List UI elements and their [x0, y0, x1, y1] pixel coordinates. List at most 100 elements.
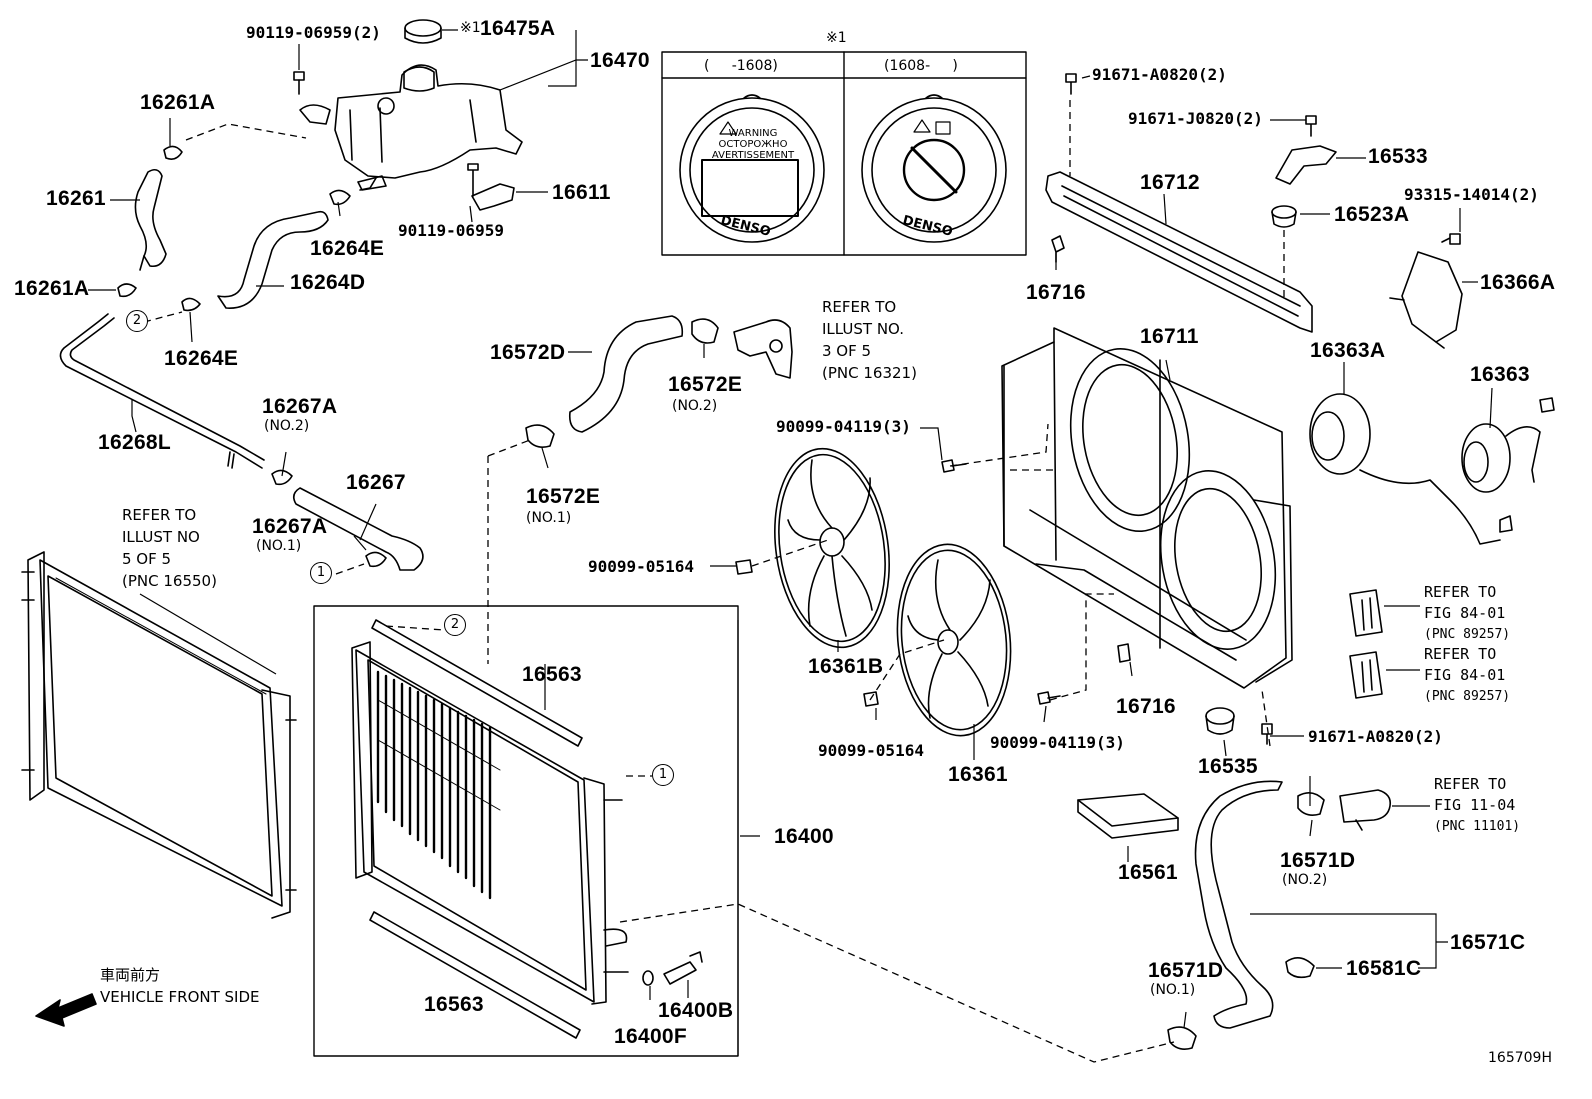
label-16267A-no1-sub: (NO.1)	[256, 538, 302, 554]
fan-shroud-icon	[1001, 327, 1293, 689]
hose-16571C-icon	[1194, 780, 1283, 1029]
label-91671-A0820-2-top: 91671-A0820(2)	[1092, 65, 1227, 84]
ref-89257-a-line-2: FIG 84-01	[1424, 604, 1506, 622]
label-16268L: 16268L	[98, 431, 172, 454]
ref-block-16550: REFER TO ILLUST NO 5 OF 5 (PNC 16550)	[122, 504, 217, 592]
label-16363A: 16363A	[1310, 339, 1386, 362]
label-16571D-bot-sub: (NO.1)	[1150, 982, 1196, 998]
grommet-16535-icon	[1205, 707, 1235, 735]
label-90099-04119-3-top: 90099-04119(3)	[776, 417, 911, 436]
label-16572E-bot-sub: (NO.1)	[526, 510, 572, 526]
label-16716-top: 16716	[1026, 281, 1086, 304]
cap-inset-box	[661, 51, 1027, 256]
label-16264D: 16264D	[290, 271, 366, 294]
clamp-16264E-top-icon	[329, 189, 351, 206]
front-arrow-icon	[35, 993, 97, 1027]
label-16561: 16561	[1118, 861, 1178, 884]
cap-warning-line-3: AVERTISSEMENT	[711, 150, 795, 161]
callout-1-radiator: 1	[652, 764, 674, 786]
label-16611: 16611	[552, 181, 611, 204]
label-16711: 16711	[1140, 325, 1199, 348]
hose-16267-icon	[292, 487, 424, 571]
cap-inset-col-right: (1608- )	[884, 58, 958, 74]
bolt-91671-A0820-bot-icon	[1261, 723, 1273, 745]
clamp-16571D-no2-icon	[1297, 792, 1325, 816]
ref-11101-line-3: (PNC 11101)	[1434, 819, 1521, 834]
fan-16361B-icon	[774, 447, 890, 649]
clamp-16261A-left-icon	[117, 283, 137, 298]
bracket-16533-icon	[1275, 145, 1337, 185]
water-inlet-icon	[733, 319, 793, 379]
label-16400F: 16400F	[614, 1025, 688, 1048]
label-16400B: 16400B	[658, 999, 734, 1022]
clamp-16264E-bot-icon	[181, 297, 201, 312]
screw-93315-14014-icon	[1441, 233, 1461, 245]
pipe-16268L-icon	[59, 313, 265, 469]
ref-16321-line-1: REFER TO	[822, 298, 897, 316]
cap-old-icon	[679, 94, 825, 243]
label-16712: 16712	[1140, 171, 1200, 194]
condenser-icon	[21, 551, 297, 919]
connector-89257-b-icon	[1349, 651, 1383, 699]
label-16267A-no1: 16267A	[252, 515, 328, 538]
ref-block-89257-b: REFER TO FIG 84-01 (PNC 89257)	[1424, 644, 1510, 707]
label-16363: 16363	[1470, 363, 1530, 386]
pipe-11101-icon	[1339, 789, 1392, 831]
clamp-16581C-icon	[1285, 957, 1315, 979]
ref-block-89257-a: REFER TO FIG 84-01 (PNC 89257)	[1424, 582, 1510, 645]
label-16571C: 16571C	[1450, 931, 1526, 954]
label-16716-bot: 16716	[1116, 695, 1176, 718]
label-16571D-top: 16571D	[1280, 849, 1356, 872]
front-label-ja: 車両前方	[100, 966, 161, 984]
reservoir-bracket-icon	[467, 163, 515, 211]
label-16571D-top-sub: (NO.2)	[1282, 872, 1328, 888]
clamp-16267A-no2-icon	[271, 469, 293, 486]
ref-16550-line-1: REFER TO	[122, 506, 197, 524]
pad-16561-icon	[1077, 793, 1179, 839]
bolt-90099-04119-bot-icon	[1037, 691, 1061, 705]
callout-2-left: 2	[126, 310, 148, 332]
diagram-id: 165709H	[1488, 1050, 1552, 1066]
clip-16716-top-icon	[1051, 235, 1065, 263]
motor-16363-icon	[1461, 397, 1555, 493]
ref-block-16321: REFER TO ILLUST NO. 3 OF 5 (PNC 16321)	[822, 296, 917, 384]
label-16366A: 16366A	[1480, 271, 1556, 294]
label-16535: 16535	[1198, 755, 1258, 778]
label-16361: 16361	[948, 763, 1008, 786]
cap-warning-line-1: WARNING	[728, 128, 778, 139]
bolt-91671-J0820-icon	[1305, 115, 1317, 137]
label-90099-04119-3-bot: 90099-04119(3)	[990, 733, 1125, 752]
label-16533: 16533	[1368, 145, 1428, 168]
reservoir-cap-icon	[404, 19, 442, 44]
clamp-16261A-top-icon	[163, 145, 183, 160]
fan-16361-icon	[896, 543, 1012, 737]
label-16267: 16267	[346, 471, 406, 494]
label-16572D: 16572D	[490, 341, 566, 364]
label-16261A-left: 16261A	[14, 277, 90, 300]
note1-mark: ※1	[460, 20, 481, 36]
label-16264E-top: 16264E	[310, 237, 385, 260]
seal-16563-bot-icon	[369, 911, 581, 1039]
bolt-91671-A0820-top-icon	[1065, 73, 1077, 95]
ref-89257-b-line-3: (PNC 89257)	[1424, 689, 1511, 704]
label-16264E-bot: 16264E	[164, 347, 239, 370]
clamp-16267A-no1-icon	[365, 551, 387, 568]
label-16572E-bot: 16572E	[526, 485, 601, 508]
hose-16261-icon	[134, 168, 167, 271]
ref-16550-line-3: 5 OF 5	[122, 550, 172, 568]
motor-shroud-16366A-icon	[1389, 251, 1463, 349]
cap-inset-col-left: ( -1608)	[704, 58, 778, 74]
ref-16550-line-2: ILLUST NO	[122, 528, 200, 546]
cap-inset-title: ※1	[826, 30, 847, 46]
ref-block-11101: REFER TO FIG 11-04 (PNC 11101)	[1434, 774, 1520, 837]
label-16267A-no2: 16267A	[262, 395, 338, 418]
ref-11101-line-1: REFER TO	[1434, 775, 1507, 793]
nut-90099-05164-left-icon	[735, 559, 753, 575]
drain-cock-16400B-icon	[663, 951, 703, 985]
ref-89257-b-line-1: REFER TO	[1424, 645, 1497, 663]
cap-new-icon	[861, 94, 1007, 243]
upper-support-16712-icon	[1045, 171, 1313, 333]
connector-89257-a-icon	[1349, 589, 1383, 637]
